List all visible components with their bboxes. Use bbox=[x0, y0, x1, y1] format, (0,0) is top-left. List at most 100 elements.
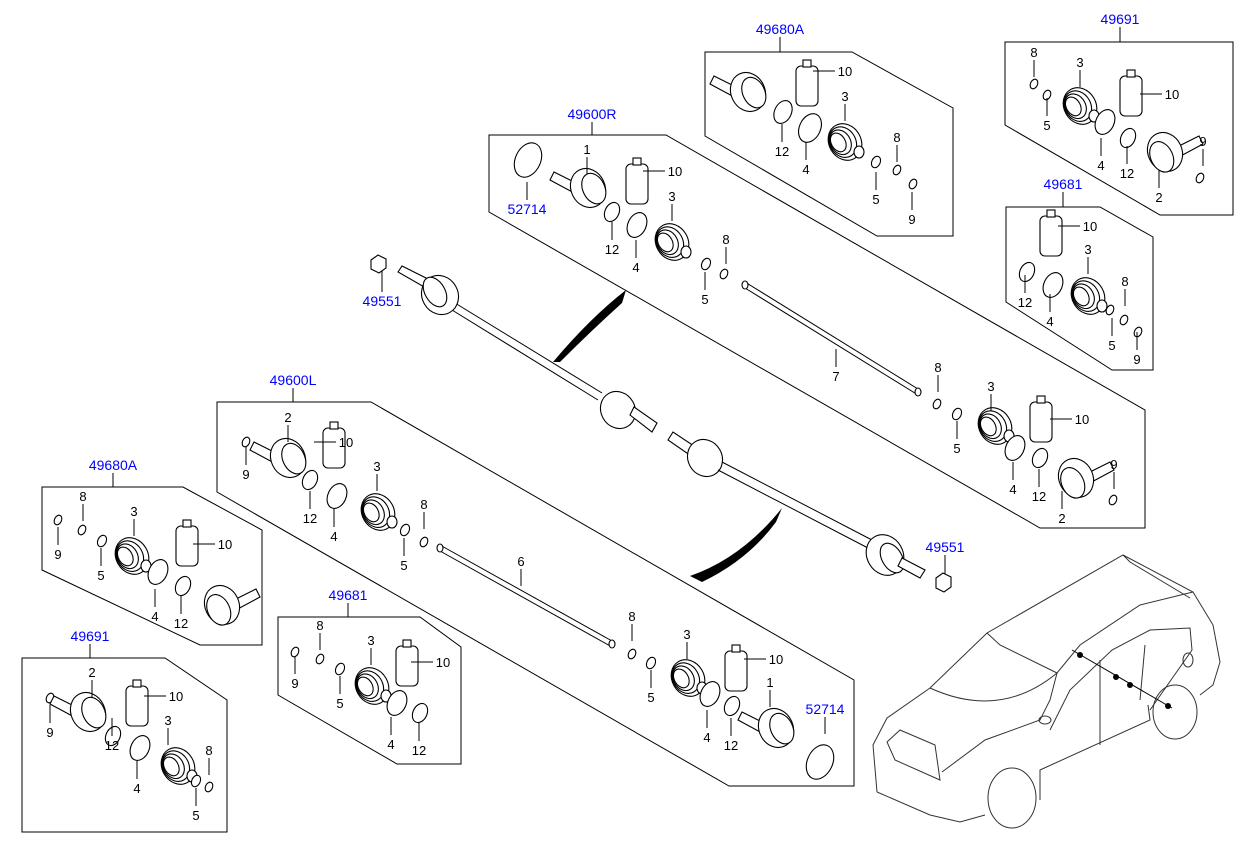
grease-tube-cap bbox=[1126, 69, 1136, 78]
part-code-label: 52714 bbox=[508, 201, 547, 217]
ring-part bbox=[626, 212, 648, 238]
grease-tube-cap bbox=[731, 644, 741, 653]
part-number-label: 9 bbox=[242, 467, 249, 482]
ring-part bbox=[1119, 314, 1129, 326]
group-box-49600L bbox=[216, 401, 855, 787]
cv-joint-face bbox=[741, 76, 767, 109]
part-number-label: 5 bbox=[192, 808, 199, 823]
part-number-label: 3 bbox=[373, 459, 380, 474]
ring-part bbox=[1195, 172, 1205, 184]
cv-joint-face bbox=[81, 696, 107, 729]
part-number-label: 3 bbox=[683, 627, 690, 642]
boot-fold bbox=[356, 676, 374, 697]
part-number-label: 4 bbox=[632, 260, 639, 275]
group-boxes bbox=[21, 41, 1234, 833]
part-number-label: 3 bbox=[668, 189, 675, 204]
boot-neck bbox=[853, 145, 865, 159]
ring-part bbox=[104, 725, 122, 747]
part-number-label: 8 bbox=[893, 130, 900, 145]
cv-joint-face bbox=[206, 594, 232, 626]
part-number-label: 2 bbox=[88, 665, 95, 680]
ring-part bbox=[77, 524, 87, 536]
ring-part bbox=[723, 695, 741, 717]
ring-part bbox=[719, 268, 729, 280]
boot-neck bbox=[386, 515, 398, 529]
part-number-label: 4 bbox=[133, 781, 140, 796]
part-number-label: 12 bbox=[605, 242, 619, 257]
grease-tube-part bbox=[795, 65, 819, 107]
nut-code-label: 49551 bbox=[926, 539, 965, 555]
part-number-label: 6 bbox=[517, 554, 524, 569]
grease-tube-cap bbox=[329, 421, 339, 430]
ring-part bbox=[1108, 494, 1118, 506]
group-code-label: 49691 bbox=[71, 628, 110, 644]
ring-part bbox=[1018, 261, 1036, 283]
arrow-wedge-lower bbox=[690, 508, 782, 582]
part-number-label: 12 bbox=[1018, 295, 1032, 310]
ring-part bbox=[174, 575, 192, 597]
ring-part bbox=[805, 744, 835, 780]
part-number-label: 5 bbox=[1108, 338, 1115, 353]
part-number-label: 3 bbox=[987, 379, 994, 394]
boot-fold bbox=[979, 416, 997, 437]
lock-nut-right bbox=[370, 254, 387, 274]
part-number-label: 4 bbox=[1097, 158, 1104, 173]
ring-part bbox=[419, 536, 429, 548]
boot-fold bbox=[362, 502, 380, 523]
part-number-label: 10 bbox=[218, 537, 232, 552]
grease-tube-cap bbox=[1036, 395, 1046, 404]
part-number-label: 10 bbox=[339, 435, 353, 450]
ring-part bbox=[908, 178, 918, 190]
part-number-label: 5 bbox=[953, 441, 960, 456]
part-number-label: 10 bbox=[769, 652, 783, 667]
part-number-label: 12 bbox=[724, 738, 738, 753]
nut-code-label: 49551 bbox=[363, 293, 402, 309]
boot-fold bbox=[116, 546, 134, 567]
cv-joint-face bbox=[1149, 141, 1175, 173]
shaft-end bbox=[914, 387, 922, 397]
part-number-label: 8 bbox=[205, 743, 212, 758]
part-number-label: 10 bbox=[1075, 412, 1089, 427]
part-code-label: 52714 bbox=[806, 701, 845, 717]
group-code-label: 49600L bbox=[270, 372, 317, 388]
ring-part bbox=[301, 469, 319, 491]
ring-part bbox=[1042, 89, 1052, 101]
group-box-49681 bbox=[277, 616, 462, 765]
ring-part bbox=[334, 662, 346, 676]
cv-joint-face bbox=[769, 712, 795, 745]
part-number-label: 5 bbox=[336, 696, 343, 711]
boot-fold bbox=[162, 756, 180, 777]
boot-fold bbox=[656, 232, 674, 253]
part-number-label: 2 bbox=[1155, 190, 1162, 205]
cv-joint-face bbox=[281, 442, 307, 475]
part-number-label: 9 bbox=[291, 676, 298, 691]
part-number-label: 8 bbox=[316, 618, 323, 633]
ring-part bbox=[699, 681, 721, 707]
group-code-label: 49681 bbox=[1044, 176, 1083, 192]
part-number-label: 9 bbox=[908, 212, 915, 227]
ring-part bbox=[241, 436, 251, 448]
part-number-label: 3 bbox=[164, 713, 171, 728]
part-number-label: 2 bbox=[284, 410, 291, 425]
part-number-label: 9 bbox=[1199, 134, 1206, 149]
axle-joint-marker bbox=[1113, 674, 1119, 680]
ring-part bbox=[1133, 326, 1143, 338]
part-number-label: 3 bbox=[367, 633, 374, 648]
axle-joint-marker bbox=[1165, 703, 1171, 709]
part-number-label: 3 bbox=[1084, 242, 1091, 257]
part-number-label: 12 bbox=[1032, 489, 1046, 504]
ring-part bbox=[53, 514, 63, 526]
part-number-label: 3 bbox=[841, 89, 848, 104]
grease-tube-cap bbox=[182, 519, 192, 528]
group-code-label: 49600R bbox=[567, 106, 616, 122]
group-code-label: 49680A bbox=[756, 21, 805, 37]
group-code-label: 49680A bbox=[89, 457, 138, 473]
ring-part bbox=[1094, 109, 1116, 135]
ring-part bbox=[1042, 272, 1064, 298]
ring-part bbox=[700, 257, 712, 271]
cv-joint-face bbox=[581, 172, 607, 205]
shaft-part bbox=[744, 281, 919, 390]
part-number-label: 8 bbox=[79, 489, 86, 504]
